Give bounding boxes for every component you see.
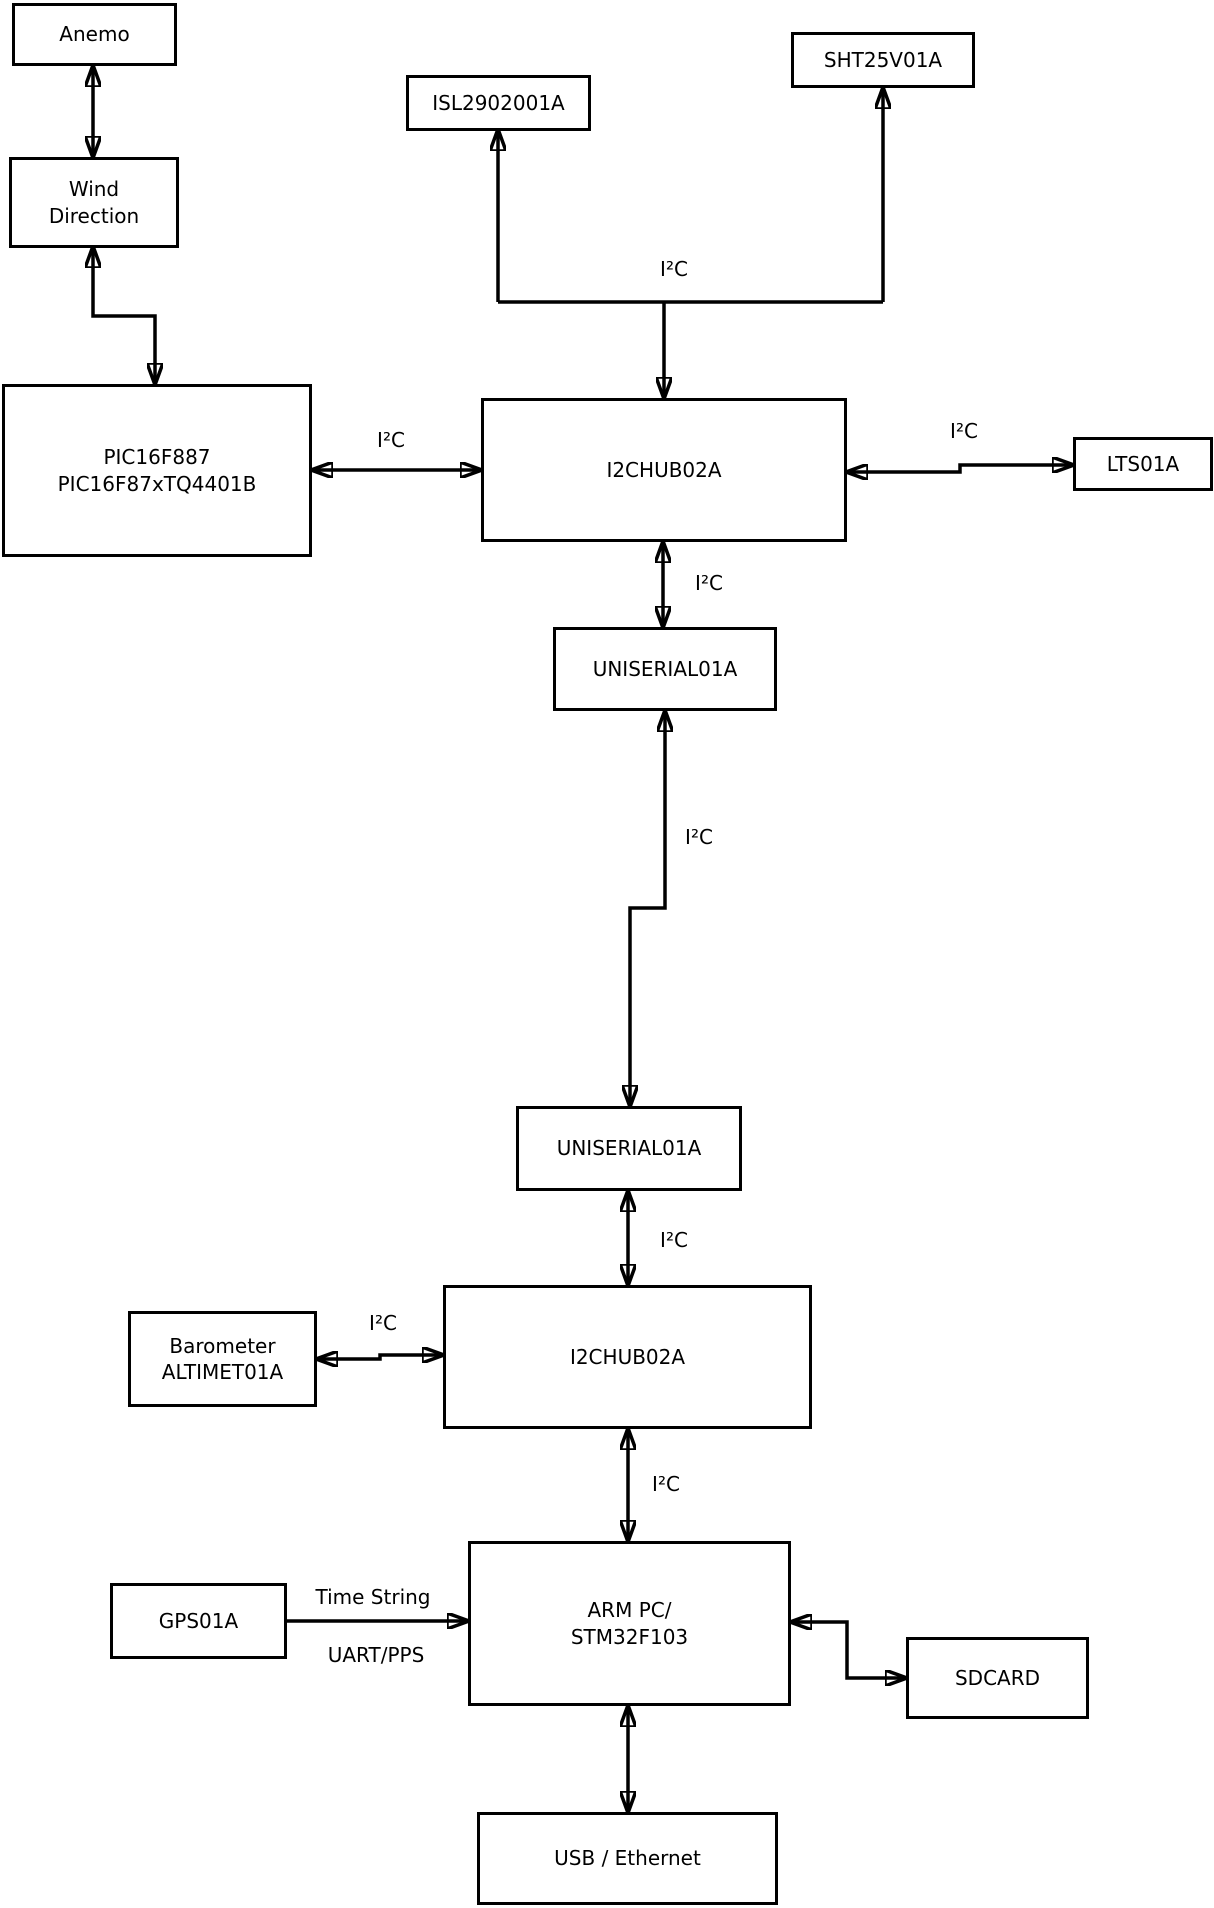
node-pic16f887: PIC16F887 PIC16F87xTQ4401B (2, 384, 312, 557)
edge-label-i2c-pic-hub1: I²C (377, 428, 405, 452)
node-barometer-altimet01a: Barometer ALTIMET01A (128, 1311, 317, 1407)
edge-label-i2c-barometer-hub2: I²C (369, 1311, 397, 1335)
edge-arm-sdcard (791, 1622, 906, 1678)
edge-label-time-string: Time String (315, 1585, 431, 1609)
node-uniserial01a-1: UNISERIAL01A (553, 627, 777, 711)
node-lts01a: LTS01A (1073, 437, 1213, 491)
node-usb-ethernet: USB / Ethernet (477, 1812, 778, 1905)
edge-label-i2c-hub1-lts: I²C (950, 419, 978, 443)
edge-uniserial1-uniserial2 (630, 711, 665, 1106)
edge-label-i2c-hub1-uniserial1: I²C (695, 571, 723, 595)
node-wind-direction: Wind Direction (9, 157, 179, 248)
edge-barometer-hub2 (317, 1355, 443, 1359)
edge-label-i2c-hub2-arm: I²C (652, 1472, 680, 1496)
node-gps01a: GPS01A (110, 1583, 287, 1659)
node-i2chub02a-1: I2CHUB02A (481, 398, 847, 542)
node-arm-pc-stm32f103: ARM PC/ STM32F103 (468, 1541, 791, 1706)
node-uniserial01a-2: UNISERIAL01A (516, 1106, 742, 1191)
edge-label-uart-pps: UART/PPS (327, 1643, 425, 1667)
edge-winddirection-pic (93, 247, 155, 384)
edge-label-i2c-uniserial1-uniserial2: I²C (685, 825, 713, 849)
node-sdcard: SDCARD (906, 1637, 1089, 1719)
edge-label-i2c-uniserial2-hub2: I²C (660, 1228, 688, 1252)
edge-hub1-lts (847, 465, 1073, 472)
node-sht25v01a: SHT25V01A (791, 32, 975, 88)
edge-label-i2c-bus-top: I²C (660, 257, 688, 281)
node-anemo: Anemo (12, 3, 177, 66)
node-isl2902001a: ISL2902001A (406, 75, 591, 131)
node-i2chub02a-2: I2CHUB02A (443, 1285, 812, 1429)
